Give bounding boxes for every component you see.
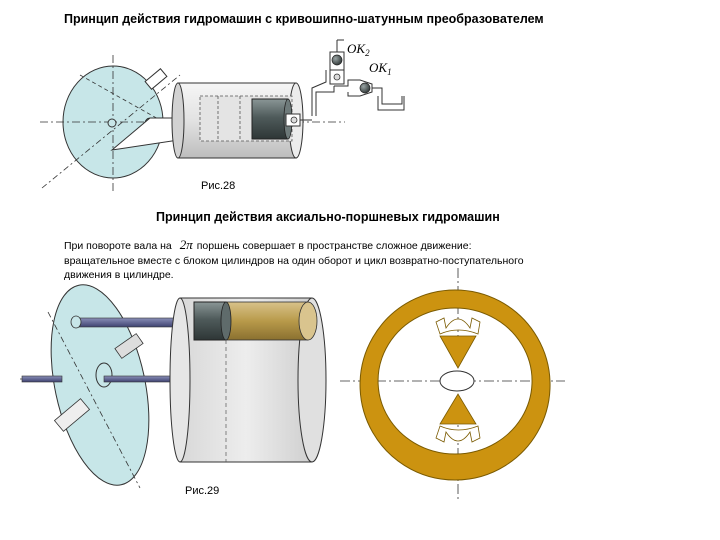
figure-2-title: Принцип действия аксиально-поршневых гид… (156, 210, 500, 224)
wedge-top (439, 335, 477, 369)
cylinder-block-group (169, 297, 327, 463)
head-fitting-port (290, 116, 298, 124)
valve-body-port (333, 73, 341, 81)
piston-rod-end (70, 315, 82, 329)
valve-top-label: OK2 (347, 41, 370, 58)
tank-line (372, 87, 403, 105)
crank-disk-group (40, 55, 345, 192)
figure-1-title: Принцип действия гидромашин с кривошипно… (64, 12, 544, 26)
valve-top-ball (331, 54, 343, 66)
kidney-port-bottom (435, 425, 481, 443)
crank-pin-stub (144, 68, 168, 90)
valve-bottom-ball (359, 82, 371, 94)
pipe-upper (311, 70, 327, 116)
crank-dashed-line (79, 74, 161, 121)
valve-bottom-housing (334, 79, 373, 97)
valve-assembly: OK2 OK1 (311, 39, 405, 116)
tank (377, 96, 405, 111)
formula-2pi: 2π (179, 237, 193, 252)
axis-line-diagonal (41, 74, 181, 189)
swash-plate-axis (47, 311, 141, 489)
description-line-3: движения в цилиндре. (64, 269, 174, 281)
figure-1-caption: Рис.28 (201, 180, 236, 192)
piston-2-face (220, 301, 232, 341)
cylinder-chamber-end (298, 301, 318, 341)
valve-bottom-label: OK1 (369, 60, 392, 77)
pipe-inner (315, 86, 335, 116)
cylinder-block-left-face (169, 297, 191, 463)
description-text-after: поршень совершает в пространстве сложное… (196, 240, 472, 252)
swash-plate-group (20, 284, 200, 489)
swash-plate-hub (95, 362, 113, 388)
cylinder-1-left-face (171, 82, 185, 159)
description-text-before: При повороте вала на (64, 240, 172, 252)
shaft-left (21, 375, 63, 383)
piston-1 (251, 98, 289, 140)
kidney-port-top (435, 317, 481, 335)
distributor-group (340, 268, 565, 500)
figure-2-caption: Рис.29 (185, 485, 220, 497)
shaft-center (107, 118, 117, 128)
wedge-bottom (439, 393, 477, 425)
support-stub-bottom (53, 398, 91, 432)
description-line-2: вращательное вместе с блоком цилиндров н… (64, 254, 524, 267)
cylinder-1-group (171, 82, 312, 159)
support-stub-top (114, 333, 144, 359)
distributor-ring (359, 289, 551, 481)
ring-center-hole (439, 370, 475, 392)
